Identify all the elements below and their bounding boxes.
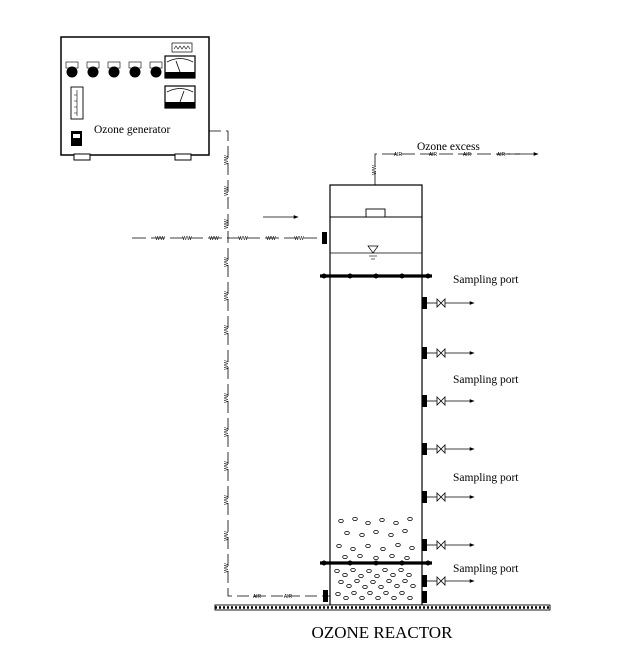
svg-text:WW: WW [238,236,248,242]
svg-text:WW: WW [224,461,230,471]
dial-icon [65,61,79,78]
sampling-port [422,395,475,407]
display-icon [171,42,193,53]
meter-icon [164,55,196,79]
reactor-column [320,184,432,606]
svg-text:WW: WW [372,165,378,175]
inlet-valve-icon [322,232,327,244]
valve-icon [436,444,446,454]
air-inlet-valve-icon [323,590,328,602]
svg-text:WW: WW [182,236,192,242]
upper-flange [320,273,432,279]
dial-icon [149,61,163,78]
svg-text:WW: WW [294,236,304,242]
valve-icon [436,348,446,358]
svg-text:AIR: AIR [497,152,506,158]
dial-icon [86,61,100,78]
svg-text:WW: WW [224,186,230,196]
svg-text:WW: WW [224,291,230,301]
valve-icon [436,576,446,586]
svg-text:AIR: AIR [429,152,438,158]
ozone-excess-line: AIR AIR AIR AIR WW Ozone excess [372,141,539,185]
svg-text:AIR: AIR [284,594,293,600]
svg-text:WW: WW [224,155,230,165]
dial-icon [128,61,142,78]
lower-flange [320,560,432,566]
diagram-title: OZONE REACTOR [312,623,454,642]
svg-text:WW: WW [224,257,230,267]
svg-text:AIR: AIR [253,594,262,600]
sampling-port-label: Sampling port [453,472,519,484]
svg-text:WW: WW [209,236,219,242]
svg-text:WW: WW [224,219,230,229]
ozone-generator: Ozone generator [60,36,210,161]
valve-icon [436,540,446,550]
sampling-port [422,539,475,551]
sampling-port-label: Sampling port [453,563,519,575]
sampling-port-label: Sampling port [453,374,519,386]
ozone-gas-line [209,130,330,597]
sampling-port [422,575,475,587]
water-inlet-line: WW WW WW WW WW WW [132,215,327,244]
ozone-bubbles [334,517,416,601]
sampling-port [422,491,475,503]
valve-icon [436,298,446,308]
svg-text:WW: WW [224,563,230,573]
sampling-port [422,297,475,309]
meter-icon [164,85,196,109]
sampling-port [422,591,427,603]
svg-text:WW: WW [224,393,230,403]
vertical-line-codes: WW WW WW WW WW WW WW WW WW WW WW WW WW [224,155,230,573]
valve-icon [436,396,446,406]
sampling-port [422,347,475,359]
svg-text:AIR: AIR [394,152,403,158]
svg-text:WW: WW [224,427,230,437]
svg-text:AIR: AIR [463,152,472,158]
flowmeter-icon [70,86,84,120]
svg-text:WW: WW [224,531,230,541]
ground-hatch-icon [214,604,551,611]
switch-icon [71,131,82,146]
ozone-excess-label: Ozone excess [417,141,480,153]
svg-text:WW: WW [224,325,230,335]
sampling-ports [422,297,475,603]
svg-text:WW: WW [155,236,165,242]
svg-text:WW: WW [266,236,276,242]
sampling-port [422,443,475,455]
water-level-icon [367,245,379,260]
svg-text:WW: WW [224,495,230,505]
dial-icon [107,61,121,78]
valve-icon [436,492,446,502]
sampling-port-label: Sampling port [453,274,519,286]
generator-label: Ozone generator [94,124,170,136]
svg-text:WW: WW [224,360,230,370]
